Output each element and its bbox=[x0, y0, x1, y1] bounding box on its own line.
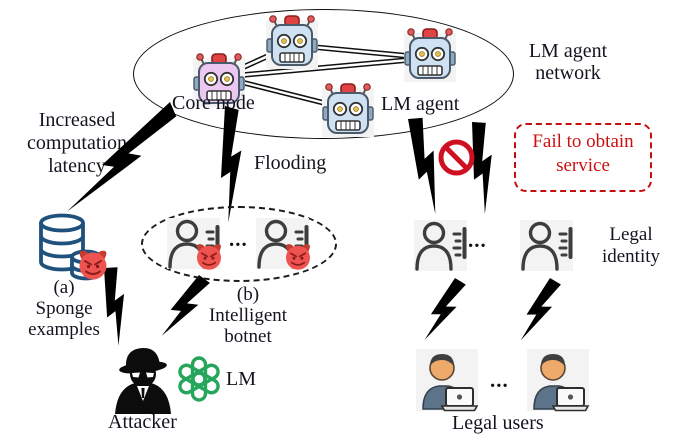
latency-line3: latency bbox=[48, 155, 106, 177]
botnet-ellipse bbox=[141, 206, 337, 282]
attacker-label: Attacker bbox=[108, 411, 177, 433]
core-node-label: Core node bbox=[172, 92, 255, 114]
sponge-line2: examples bbox=[28, 319, 100, 340]
robot-icon bbox=[322, 82, 374, 137]
laptop-user-icon bbox=[526, 348, 590, 412]
network-title-line1: LM agent bbox=[528, 40, 608, 62]
fail-service-box: Fail to obtain service bbox=[514, 123, 652, 192]
latency-line2: computation bbox=[27, 132, 127, 154]
legal-users-label: Legal users bbox=[452, 412, 544, 434]
robot-icon bbox=[404, 27, 456, 82]
devil-icon bbox=[196, 243, 222, 271]
legal-identity-label: Legal identity bbox=[585, 224, 677, 268]
network-title-line2: network bbox=[535, 62, 601, 84]
tag-b: (b) bbox=[236, 284, 260, 305]
legal-person-icon bbox=[412, 218, 469, 273]
fail-line2: service bbox=[556, 155, 610, 176]
botnet-ellipsis: ... bbox=[229, 227, 248, 251]
identity-line2: identity bbox=[601, 246, 661, 267]
devil-icon bbox=[285, 243, 311, 271]
botnet-line2: botnet bbox=[224, 326, 272, 347]
spy-attacker-icon bbox=[115, 346, 171, 414]
botnet-line1: Intelligent bbox=[208, 305, 288, 326]
latency-line1: Increased bbox=[38, 109, 116, 131]
network-title: LM agent network bbox=[503, 40, 633, 84]
lm-model-label: LM bbox=[226, 368, 256, 390]
prohibition-icon bbox=[438, 139, 475, 176]
identity-line1: Legal bbox=[609, 224, 653, 245]
tag-a: (a) bbox=[53, 277, 75, 298]
sponge-line1: Sponge bbox=[35, 298, 93, 319]
lm-agent-label: LM agent bbox=[381, 93, 460, 115]
robot-icon bbox=[266, 14, 318, 69]
users-ellipsis: ... bbox=[490, 368, 509, 392]
devil-icon bbox=[78, 249, 108, 281]
agent-network-ellipse bbox=[133, 9, 514, 139]
openai-logo-icon bbox=[176, 356, 222, 402]
intelligent-botnet-label: (b) Intelligent botnet bbox=[198, 284, 298, 347]
laptop-user-icon bbox=[415, 348, 479, 412]
flooding-label: Flooding bbox=[254, 152, 327, 174]
latency-attack-label: Increased computation latency bbox=[8, 109, 146, 178]
legal-person-icon bbox=[518, 218, 575, 273]
fail-line1: Fail to obtain bbox=[532, 131, 634, 152]
identity-ellipsis: ... bbox=[468, 228, 487, 252]
sponge-examples-label: (a) Sponge examples bbox=[10, 277, 118, 340]
